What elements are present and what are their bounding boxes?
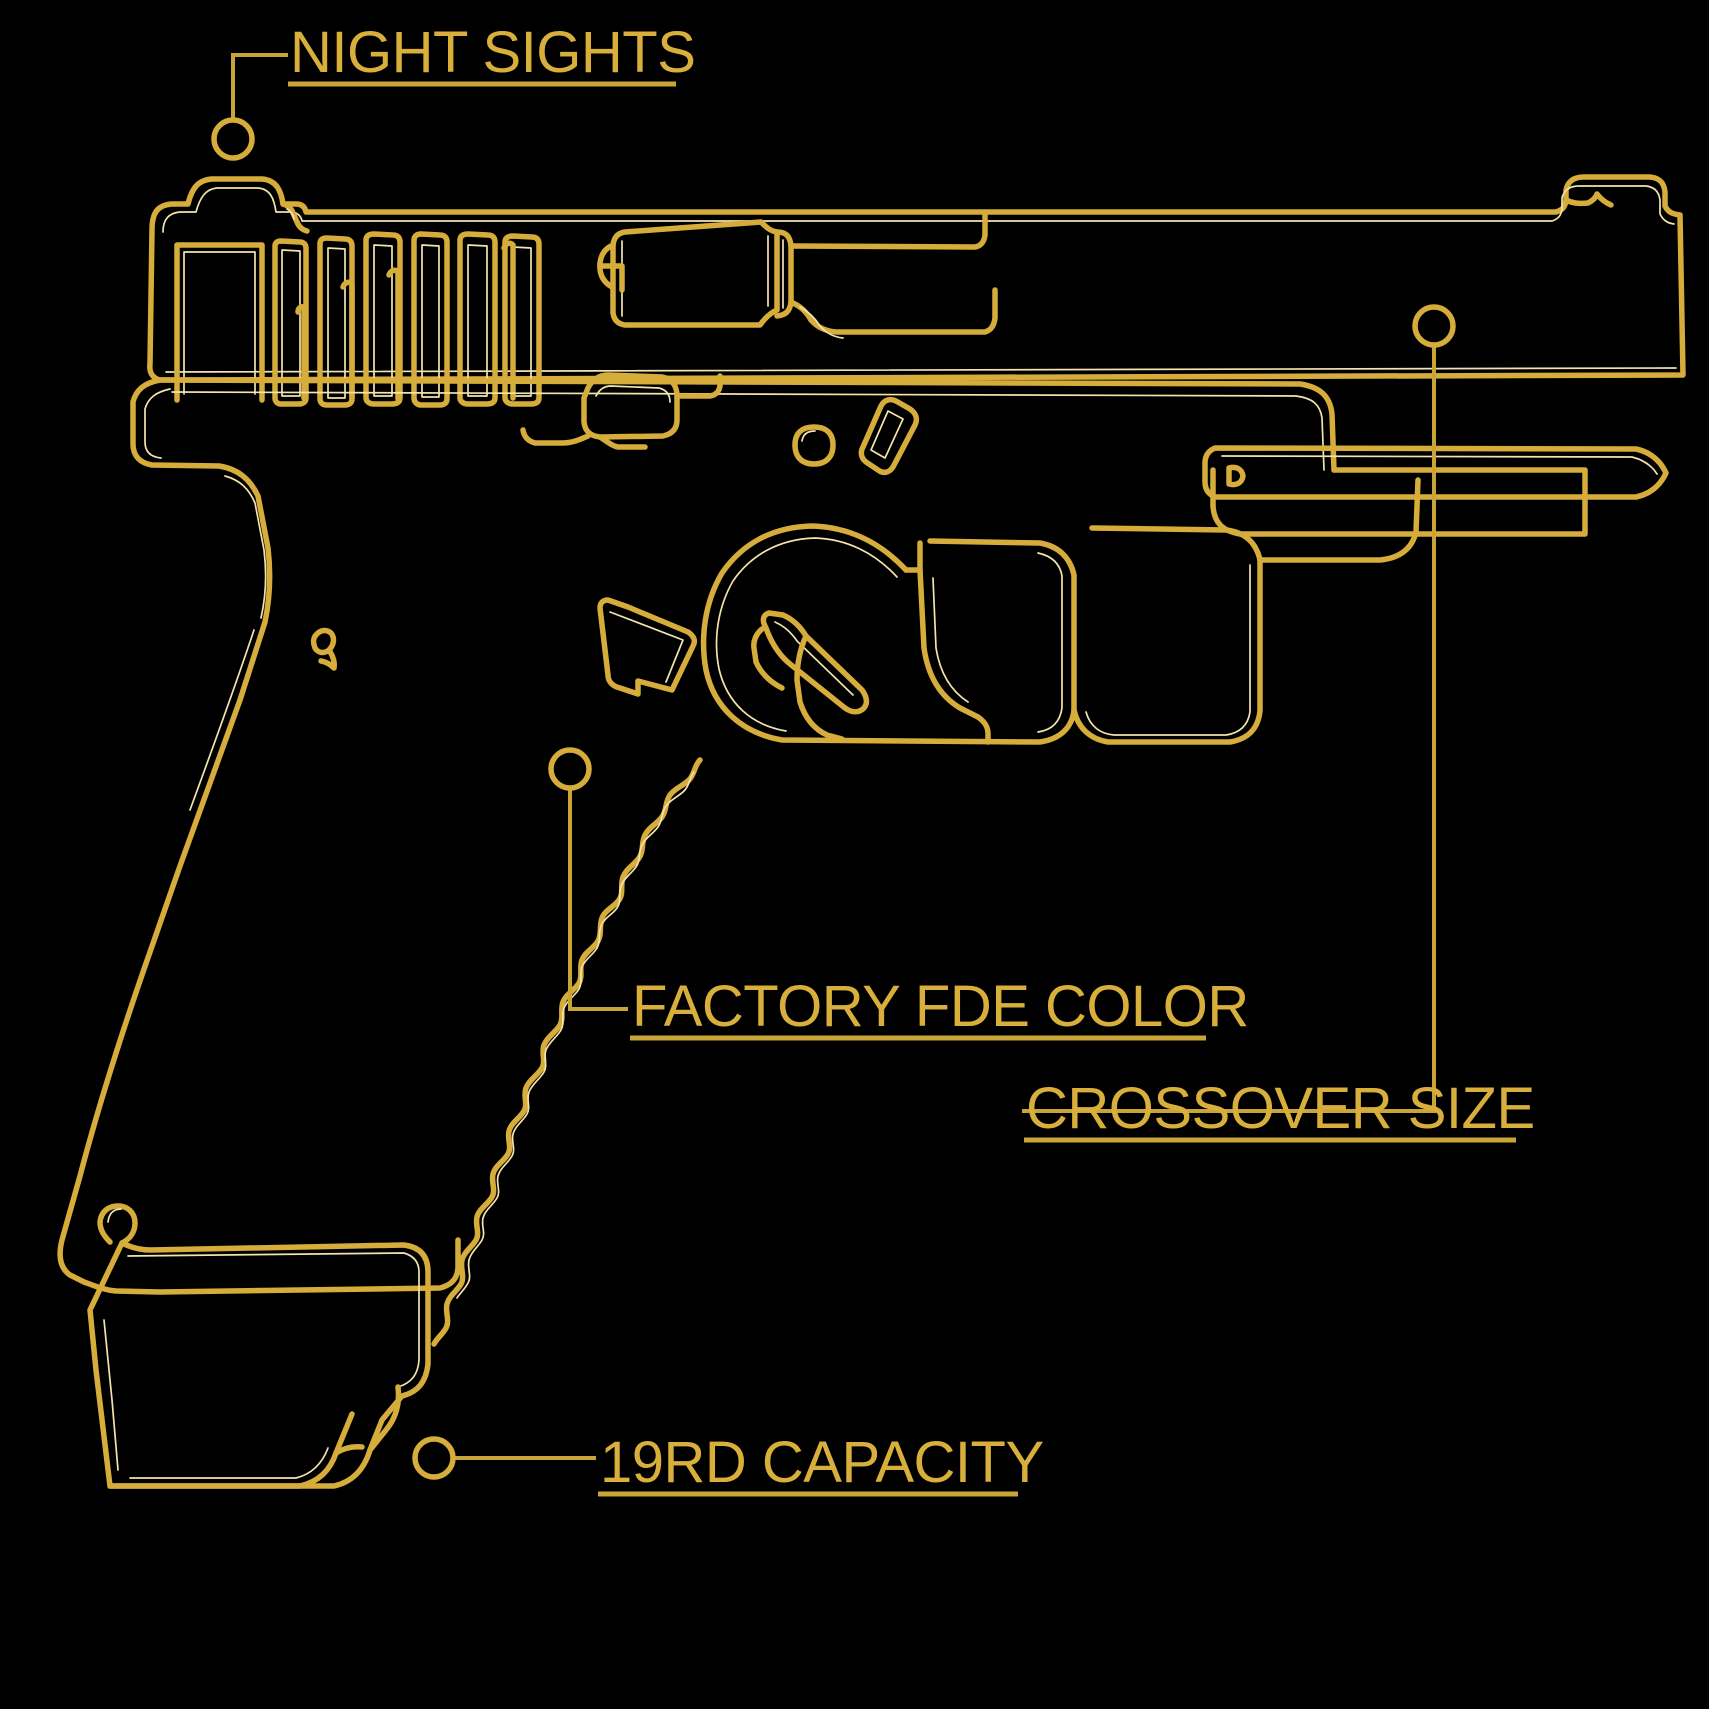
leader-line-crossover-size — [1022, 345, 1436, 1113]
marker-dot-night-sights[interactable] — [211, 117, 255, 161]
slide-stop-lever — [520, 372, 723, 450]
callout-19rd-capacity[interactable]: 19RD CAPACITY — [412, 1430, 1044, 1497]
grip-frontstrap — [1071, 525, 1263, 745]
slide-serrations — [174, 231, 542, 408]
callout-night-sights[interactable]: NIGHT SIGHTS — [211, 20, 696, 161]
leader-line-factory-fde-color — [568, 789, 628, 1011]
label-night-sights: NIGHT SIGHTS — [290, 20, 695, 85]
extractor — [788, 211, 998, 339]
frame-body — [57, 377, 273, 1285]
slide-lock-notch — [310, 627, 337, 671]
label-19rd-capacity: 19RD CAPACITY — [600, 1430, 1044, 1495]
pistol-artwork — [57, 174, 1686, 1489]
label-crossover-size: CROSSOVER SIZE — [1026, 1076, 1535, 1141]
takedown-pin — [792, 424, 836, 467]
rear-sight — [1563, 191, 1614, 208]
leader-line-night-sights — [231, 53, 288, 120]
label-factory-fde-color: FACTORY FDE COLOR — [632, 974, 1249, 1039]
magazine-release — [858, 396, 920, 476]
grip-backstrap-texture — [431, 757, 703, 1347]
ejection-port — [597, 219, 780, 328]
beavertail — [1257, 477, 1421, 563]
accessory-rail-slot — [1202, 445, 1669, 500]
marker-dot-19rd-capacity[interactable] — [412, 1436, 456, 1480]
magazine-baseplate — [87, 1240, 431, 1489]
callout-factory-fde-color[interactable]: FACTORY FDE COLOR — [548, 747, 1249, 1041]
trigger-with-safety-blade — [751, 567, 991, 745]
magazine-body — [81, 1203, 461, 1295]
front-sight — [280, 201, 310, 234]
marker-dot-crossover-size[interactable] — [1412, 304, 1456, 348]
marker-dot-factory-fde-color[interactable] — [548, 747, 592, 791]
callout-crossover-size[interactable]: CROSSOVER SIZE — [1022, 304, 1535, 1143]
barrel-hood — [774, 229, 794, 319]
slide-top-and-body — [147, 174, 1686, 383]
magazine-release-button — [597, 597, 698, 697]
